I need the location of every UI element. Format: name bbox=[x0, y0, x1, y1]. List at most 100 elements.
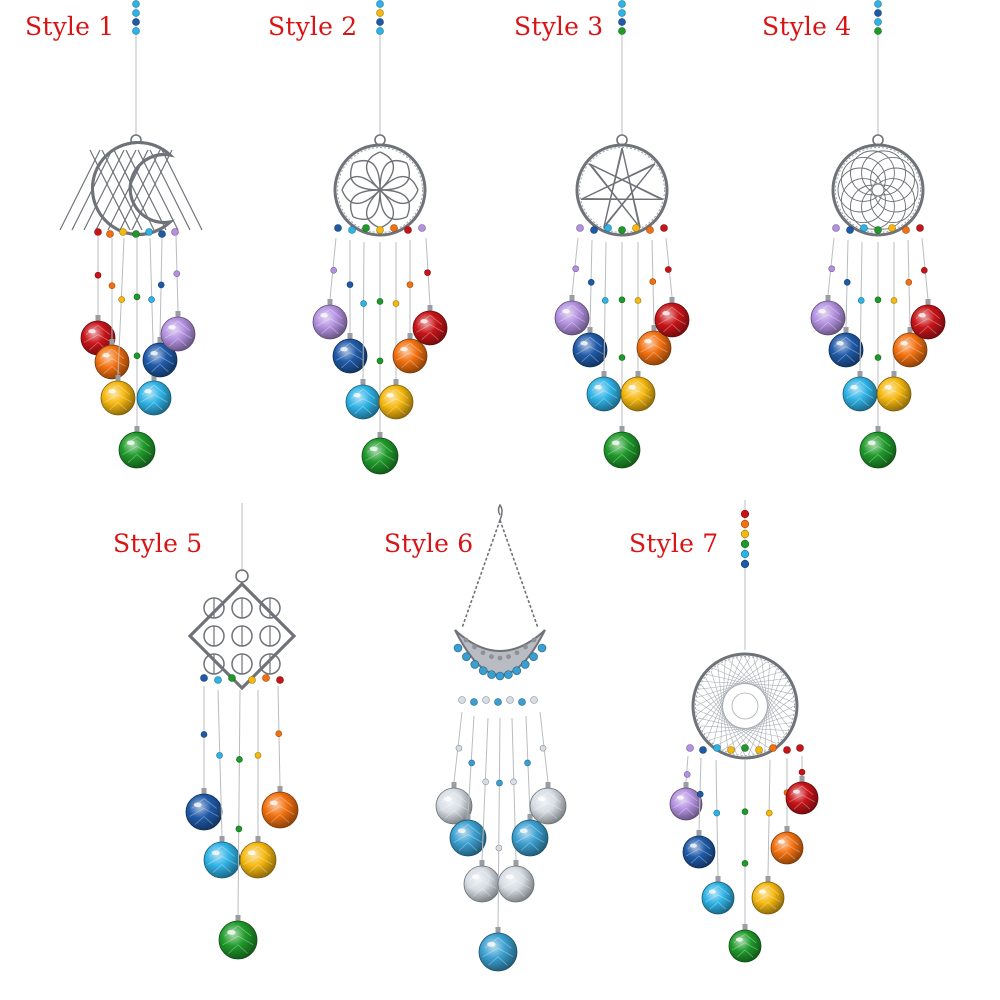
crescent-pendant bbox=[453, 629, 547, 681]
bead bbox=[741, 860, 749, 867]
spiral-ring bbox=[831, 143, 925, 237]
bead bbox=[765, 809, 773, 817]
crystal-ball bbox=[554, 295, 590, 336]
crystal-ball bbox=[345, 379, 381, 420]
crystal-ball bbox=[603, 426, 641, 469]
crystal-ball bbox=[332, 333, 368, 374]
flower-ring bbox=[333, 143, 427, 237]
style-3-star-suncatcher bbox=[554, 0, 690, 469]
crystal-ball bbox=[876, 371, 912, 412]
bead bbox=[921, 267, 928, 274]
crystal-ball bbox=[478, 927, 518, 972]
crystal-ball bbox=[511, 814, 549, 857]
bead bbox=[173, 270, 181, 277]
bead bbox=[686, 744, 694, 752]
bead bbox=[248, 676, 256, 684]
crystal-ball bbox=[620, 371, 656, 412]
crystal-ball bbox=[586, 371, 622, 412]
bead bbox=[392, 300, 400, 307]
crystal-ball bbox=[239, 836, 277, 879]
style-2-flower-suncatcher bbox=[312, 0, 448, 475]
bead bbox=[376, 298, 384, 305]
bead bbox=[119, 228, 127, 236]
bead bbox=[874, 18, 882, 26]
bead bbox=[524, 759, 531, 767]
bead bbox=[334, 224, 342, 232]
bead bbox=[376, 0, 384, 8]
bead bbox=[360, 300, 367, 307]
style-2-label: Style 2 bbox=[268, 12, 358, 41]
bead bbox=[783, 746, 791, 754]
bead bbox=[755, 746, 763, 754]
bead bbox=[888, 224, 896, 232]
bead bbox=[106, 230, 114, 238]
diamond-frame bbox=[187, 581, 297, 691]
bead bbox=[740, 509, 750, 519]
bead bbox=[424, 269, 431, 276]
bead bbox=[376, 9, 384, 17]
crystal-ball bbox=[529, 782, 567, 825]
bead bbox=[618, 354, 626, 361]
crystal-ball bbox=[810, 295, 846, 336]
turquoise-inlay bbox=[529, 652, 538, 661]
style-5-diamond-suncatcher bbox=[185, 503, 299, 960]
crystal-ball bbox=[449, 814, 487, 857]
bead bbox=[145, 228, 153, 236]
style-3-label: Style 3 bbox=[514, 12, 604, 41]
style-1-moon-suncatcher bbox=[59, 0, 203, 469]
bead bbox=[132, 9, 140, 17]
hanging-wire bbox=[497, 717, 501, 928]
bead bbox=[94, 228, 102, 236]
crystal-ball bbox=[392, 333, 428, 374]
bead bbox=[132, 230, 140, 238]
bead bbox=[740, 559, 750, 569]
bead bbox=[874, 354, 882, 361]
crystal-ball bbox=[378, 379, 414, 420]
bead bbox=[506, 696, 514, 704]
crystal-ball bbox=[412, 305, 448, 346]
bead bbox=[646, 226, 654, 234]
bead bbox=[132, 27, 140, 35]
bead bbox=[796, 744, 804, 752]
bead bbox=[376, 27, 384, 35]
bead bbox=[618, 0, 626, 8]
bead bbox=[660, 224, 668, 232]
hanging-wire bbox=[237, 689, 241, 916]
hanging-wire bbox=[715, 759, 719, 877]
bead bbox=[699, 746, 707, 754]
bead bbox=[618, 9, 626, 17]
bead bbox=[727, 746, 735, 754]
bead bbox=[740, 549, 750, 559]
bead bbox=[348, 226, 356, 234]
bead bbox=[874, 9, 882, 17]
bead bbox=[376, 18, 384, 26]
bead bbox=[696, 790, 704, 798]
bead bbox=[496, 779, 503, 787]
bead bbox=[618, 18, 626, 26]
bead bbox=[482, 778, 489, 786]
bead bbox=[916, 224, 924, 232]
bead bbox=[890, 297, 898, 304]
bead bbox=[601, 297, 609, 304]
bead bbox=[132, 0, 140, 8]
bead bbox=[539, 744, 547, 752]
bead bbox=[874, 27, 882, 35]
crystal-ball bbox=[892, 327, 928, 368]
star-ring bbox=[575, 143, 669, 237]
bead bbox=[406, 281, 414, 288]
bead bbox=[458, 696, 466, 704]
bead bbox=[740, 519, 750, 529]
bead bbox=[235, 825, 243, 833]
bead bbox=[94, 271, 102, 279]
crystal-ball bbox=[218, 915, 258, 960]
crystal-ball bbox=[859, 426, 897, 469]
bead bbox=[618, 27, 626, 35]
bead bbox=[587, 279, 595, 286]
bead bbox=[740, 539, 750, 549]
crystal-ball bbox=[185, 788, 223, 831]
bead bbox=[618, 226, 626, 234]
bead bbox=[846, 226, 854, 234]
hanging-wire bbox=[362, 241, 365, 380]
hanging-wire bbox=[859, 241, 863, 372]
